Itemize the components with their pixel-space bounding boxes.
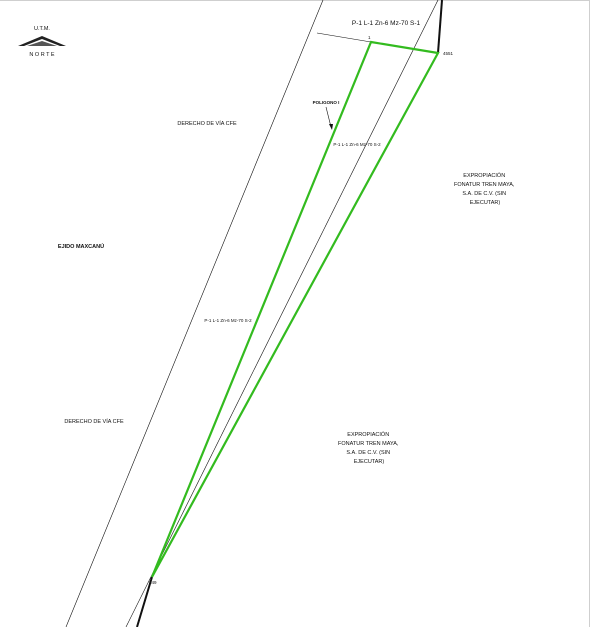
expropiacion-bottom: EXPROPIACIÓN FONATUR TREN MAYA, S.A. DE … — [338, 431, 400, 465]
north-utm-label: U.T.M. — [34, 26, 50, 32]
poligono-pointer-line — [325, 106, 332, 128]
expropiacion-bottom-line: FONATUR TREN MAYA, — [338, 441, 399, 447]
derecho-de-via-top: DERECHO DE VÍA CFE — [177, 120, 237, 127]
boundary-segment-bottom — [136, 576, 153, 627]
parcel-left-label: P-1 L-1 Zn-6 Mz-70 S-2 — [204, 318, 252, 323]
parcel-top-label: P-1 L-1 Zn-6 Mz-70 S-1 — [352, 20, 421, 27]
right-of-way-line-outer — [65, 0, 324, 627]
right-of-way-line-inner — [125, 0, 439, 627]
expropiacion-bottom-line: S.A. DE C.V. (SIN — [346, 450, 390, 456]
expropiacion-top-line: EJECUTAR) — [470, 200, 501, 206]
vertex-849-label: 849 — [149, 580, 157, 585]
north-label: N O R T E — [29, 52, 54, 58]
derecho-de-via-bottom: DERECHO DE VÍA CFE — [64, 418, 124, 425]
expropiacion-top-line: FONATUR TREN MAYA, — [454, 182, 515, 188]
vertex-1-label: 1 — [368, 35, 371, 40]
expropiacion-bottom-line: EJECUTAR) — [354, 459, 385, 465]
parcel-top-boundary — [316, 32, 372, 43]
poligono-pointer-arrowhead — [329, 124, 333, 130]
expropiacion-bottom-line: EXPROPIACIÓN — [347, 431, 389, 438]
expropiacion-top: EXPROPIACIÓN FONATUR TREN MAYA, S.A. DE … — [454, 172, 516, 206]
expropiacion-top-line: EXPROPIACIÓN — [463, 172, 505, 179]
poligono-label: POLIGONO I — [313, 100, 340, 105]
expropiacion-top-line: S.A. DE C.V. (SIN — [462, 191, 506, 197]
north-arrow-icon — [18, 36, 66, 46]
ejido-label: EJIDO MAXCANÚ — [58, 243, 104, 250]
vertex-4551-label: 4551 — [443, 51, 454, 56]
boundary-segment-top — [437, 0, 443, 54]
parcel-inner-label: P-1 L-1 Zn-6 Mz-70 S-2 — [333, 142, 381, 147]
poligono-i-outline — [150, 40, 440, 578]
